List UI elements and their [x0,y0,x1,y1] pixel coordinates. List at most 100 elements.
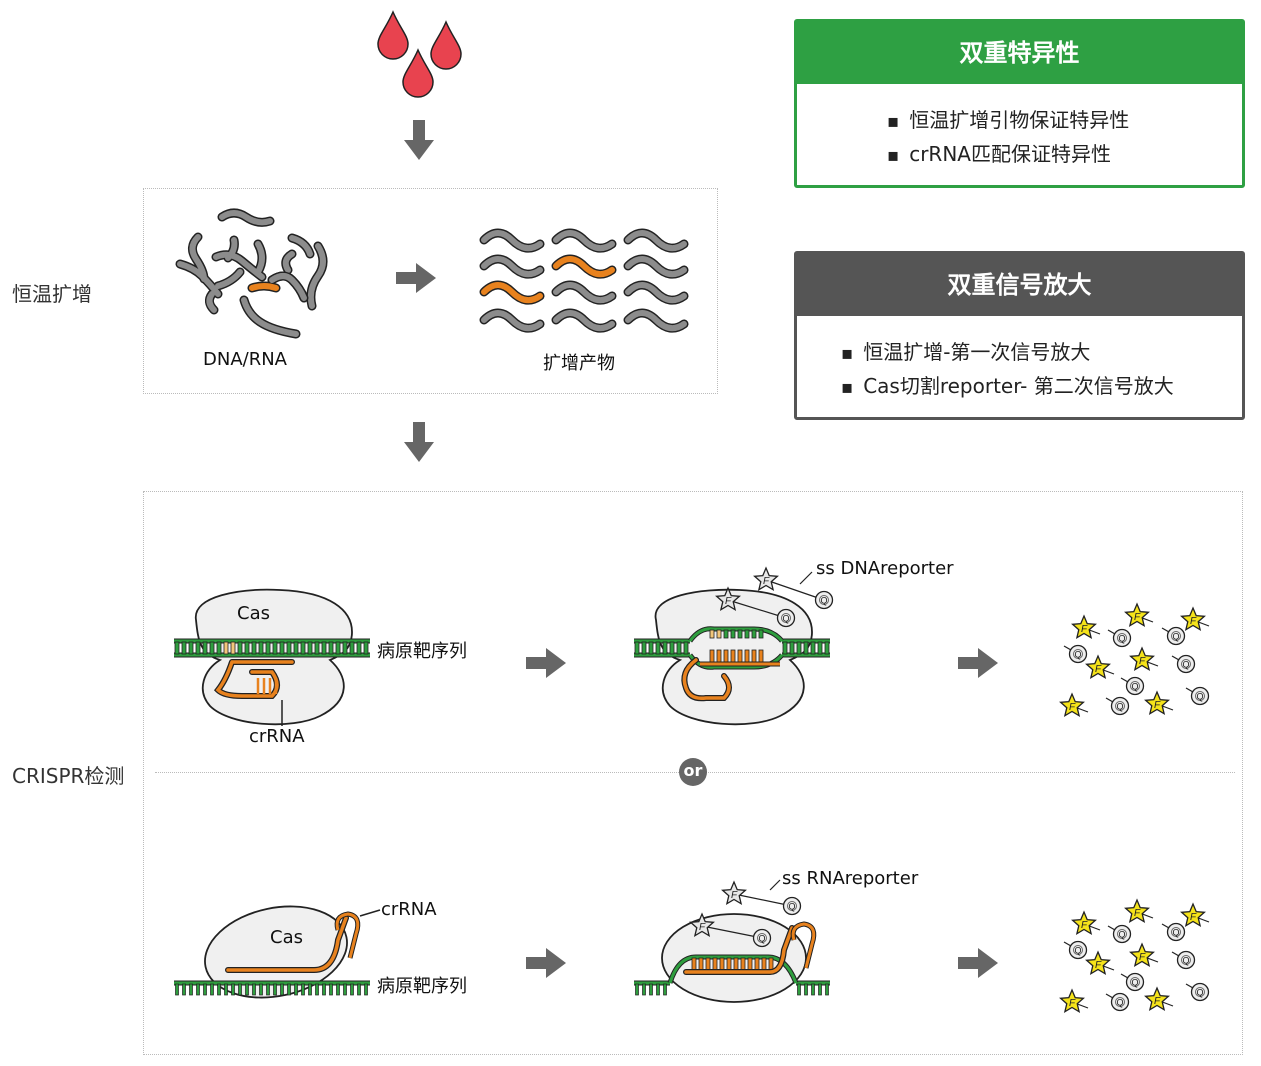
quencher-icon: Q [1068,644,1088,664]
quencher-icon: Q [1176,654,1196,674]
fluorophore-icon: F [1085,950,1111,976]
fluorophore-icon: F [1059,692,1085,718]
signal-list: 恒温扩增-第一次信号放大 Cas切割reporter- 第二次信号放大 [797,316,1242,404]
svg-text:F: F [725,596,732,607]
quencher-icon: Q [1125,676,1145,696]
svg-text:F: F [1069,998,1076,1009]
svg-text:F: F [1134,908,1141,919]
or-badge: or [679,758,707,786]
fluorophore-icon: F [1071,614,1097,640]
cas-label-dna: Cas [237,603,270,624]
fluorophore-icon: F [753,566,779,592]
svg-text:Q: Q [1196,988,1203,998]
signal-panel: 双重信号放大 恒温扩增-第一次信号放大 Cas切割reporter- 第二次信号… [794,251,1245,420]
fluorophore-icon: F [1059,988,1085,1014]
svg-text:Q: Q [1196,692,1203,702]
svg-text:F: F [1081,624,1088,635]
drop-icon [430,20,462,70]
crispr-frame [143,491,1243,1055]
quencher-icon: Q [752,928,772,948]
fluorophore-icon: F [721,880,747,906]
target-label-rna: 病原靶序列 [377,976,467,997]
drop-icon [377,10,409,60]
svg-text:Q: Q [1182,660,1189,670]
svg-text:F: F [1139,952,1146,963]
right-arrow-icon [958,948,998,978]
ssrna-reporter-label: ss RNAreporter [782,868,919,889]
fluorophore-icon: F [1144,986,1170,1012]
right-arrow-icon [526,948,566,978]
svg-text:F: F [1154,700,1161,711]
quencher-icon: Q [1166,922,1186,942]
drop-icon [402,48,434,98]
svg-text:Q: Q [1074,946,1081,956]
dna-rna-label: DNA/RNA [203,349,287,370]
fluorophore-icon: F [1071,910,1097,936]
svg-text:F: F [699,922,706,933]
svg-text:Q: Q [782,614,789,624]
svg-text:F: F [1139,656,1146,667]
fluorophore-icon: F [1124,898,1150,924]
quencher-icon: Q [814,590,834,610]
fluorophore-icon: F [1124,602,1150,628]
signal-item: Cas切割reporter- 第二次信号放大 [841,370,1242,404]
svg-text:F: F [763,576,770,587]
right-arrow-icon [958,648,998,678]
down-arrow-icon [404,422,434,462]
fluorophore-icon: F [715,586,741,612]
svg-text:Q: Q [1116,702,1123,712]
target-label-dna: 病原靶序列 [377,641,467,662]
right-arrow-icon [526,648,566,678]
quencher-icon: Q [1125,972,1145,992]
specificity-panel: 双重特异性 恒温扩增引物保证特异性 crRNA匹配保证特异性 [794,19,1245,188]
fluorophore-icon: F [1129,646,1155,672]
quencher-icon: Q [1068,940,1088,960]
cas-label-rna: Cas [270,927,303,948]
svg-text:Q: Q [1172,632,1179,642]
signal-title: 双重信号放大 [797,254,1242,316]
specificity-title: 双重特异性 [797,22,1242,84]
product-label: 扩增产物 [543,353,615,374]
quencher-icon: Q [1110,696,1130,716]
fluorophore-icon: F [1144,690,1170,716]
quencher-icon: Q [1190,686,1210,706]
right-arrow-icon [396,263,436,293]
svg-text:Q: Q [1182,956,1189,966]
quencher-icon: Q [782,896,802,916]
svg-text:Q: Q [1131,978,1138,988]
specificity-item: crRNA匹配保证特异性 [887,138,1242,172]
quencher-icon: Q [776,608,796,628]
svg-text:F: F [1154,996,1161,1007]
svg-text:Q: Q [1118,634,1125,644]
specificity-list: 恒温扩增引物保证特异性 crRNA匹配保证特异性 [797,84,1242,172]
svg-text:F: F [1095,960,1102,971]
stage-label-amplification: 恒温扩增 [12,282,92,306]
svg-text:F: F [1190,912,1197,923]
specificity-item: 恒温扩增引物保证特异性 [887,104,1242,138]
quencher-icon: Q [1110,992,1130,1012]
svg-text:Q: Q [1118,930,1125,940]
quencher-icon: Q [1166,626,1186,646]
svg-text:Q: Q [1116,998,1123,1008]
amplification-frame [143,188,718,394]
quencher-icon: Q [1112,924,1132,944]
crrna-label-rna: crRNA [381,899,437,920]
signal-item: 恒温扩增-第一次信号放大 [841,336,1242,370]
ssdna-reporter-label: ss DNAreporter [816,558,954,579]
svg-text:Q: Q [820,596,827,606]
fluorophore-icon: F [1180,902,1206,928]
crrna-label-dna: crRNA [249,726,305,747]
cas-protein [204,905,348,999]
svg-text:Q: Q [788,902,795,912]
fluorophore-icon: F [689,912,715,938]
quencher-icon: Q [1112,628,1132,648]
stage-label-crispr: CRISPR检测 [12,764,125,788]
quencher-icon: Q [1190,982,1210,1002]
fluorophore-icon: F [1180,606,1206,632]
